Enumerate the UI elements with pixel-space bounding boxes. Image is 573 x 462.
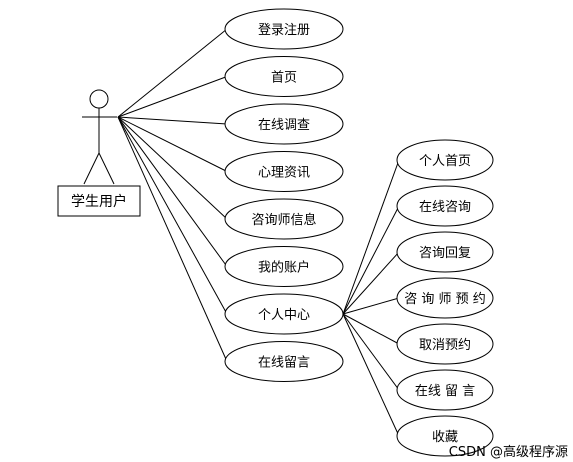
use-case-primary: 个人中心: [224, 293, 344, 335]
association-line: [342, 313, 400, 391]
association-line: [117, 116, 228, 172]
use-case-label: 咨询师信息: [251, 212, 316, 228]
use-case-label: 取消预约: [419, 338, 471, 353]
use-case-personal-center: 在线咨询: [396, 185, 494, 227]
use-case-ellipse: [224, 198, 344, 240]
use-case-label: 咨 询 师 预 约: [404, 292, 486, 307]
use-case-ellipse: [224, 246, 344, 287]
actor-right-leg: [98, 152, 115, 185]
use-case-label: 心理资讯: [258, 166, 310, 181]
use-case-primary: 在线留言: [224, 341, 344, 382]
use-case-label: 登录注册: [258, 23, 310, 38]
association-line: [342, 205, 400, 315]
association-line: [342, 251, 400, 315]
actor-head: [89, 89, 109, 109]
association-line: [342, 313, 400, 437]
association-line: [117, 116, 228, 362]
association-lines: [117, 28, 400, 437]
actor-left-leg: [83, 152, 100, 185]
use-case-label: 我的账户: [258, 260, 310, 276]
use-case-ellipse: [396, 415, 494, 457]
use-case-personal-center: 在线 留 言: [396, 369, 494, 411]
use-case-personal-center: 咨 询 师 预 约: [396, 277, 494, 319]
use-case-ellipse: [224, 103, 344, 145]
use-case-primary: 咨询师信息: [224, 198, 344, 240]
association-line: [117, 28, 228, 118]
association-line: [117, 116, 228, 267]
use-case-ellipse: [224, 56, 344, 97]
use-case-ellipse: [224, 8, 344, 50]
actor-student-user: 学生用户: [57, 89, 141, 217]
use-case-ellipse: [396, 185, 494, 227]
association-line: [117, 116, 228, 315]
association-line: [117, 116, 228, 220]
use-case-label: 首页: [271, 71, 297, 86]
use-case-ellipse: [224, 151, 344, 192]
association-line: [342, 159, 400, 315]
actor-label-box: [57, 185, 141, 217]
use-case-personal-center: 取消预约: [396, 323, 494, 365]
use-case-primary: 登录注册: [224, 8, 344, 50]
association-line: [117, 76, 228, 118]
use-case-label: 收藏: [432, 430, 458, 445]
use-case-ellipse: [396, 139, 494, 181]
actor-label: 学生用户: [71, 193, 127, 210]
use-case-ellipse: [224, 341, 344, 382]
use-case-primary: 我的账户: [224, 246, 344, 287]
use-case-personal-center: 个人首页: [396, 139, 494, 181]
use-case-label: 在线调查: [258, 118, 310, 133]
use-case-primary: 首页: [224, 56, 344, 97]
use-case-label: 个人中心: [258, 308, 310, 323]
watermark: CSDN @高级程序源: [449, 444, 568, 460]
association-line: [342, 297, 400, 315]
use-case-label: 咨询回复: [419, 246, 471, 261]
use-case-personal-center: 收藏: [396, 415, 494, 457]
use-case-ellipse: [224, 293, 344, 335]
use-case-ellipse: [396, 277, 494, 319]
use-case-personal-center: 咨询回复: [396, 231, 494, 273]
use-case-ellipse: [396, 369, 494, 411]
use-case-label: 在线留言: [258, 356, 310, 371]
use-case-primary: 心理资讯: [224, 151, 344, 192]
use-case-ellipse: [396, 231, 494, 273]
use-case-label: 在线咨询: [419, 200, 471, 215]
use-case-primary: 在线调查: [224, 103, 344, 145]
association-line: [117, 116, 228, 125]
use-case-label: 在线 留 言: [415, 384, 475, 399]
use-case-label: 个人首页: [419, 154, 471, 169]
association-line: [342, 313, 400, 345]
use-case-ellipse: [396, 323, 494, 365]
